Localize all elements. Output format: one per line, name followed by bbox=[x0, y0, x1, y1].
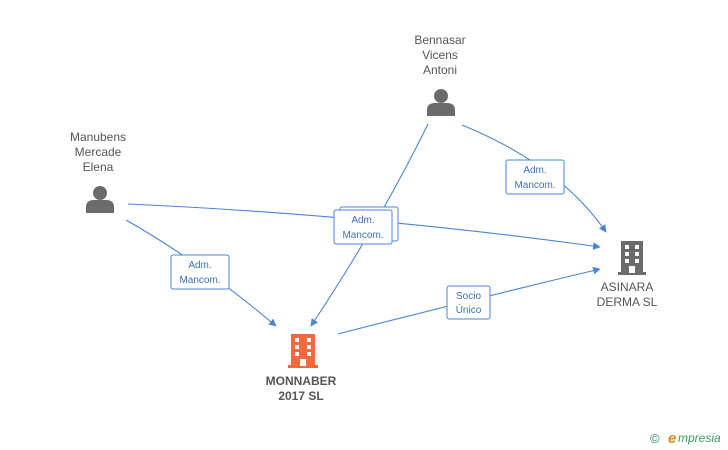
person-icon bbox=[427, 89, 455, 116]
edge-label-bennasar-asinara: Adm. Mancom. bbox=[505, 159, 565, 195]
node-label-line: MONNABER bbox=[266, 374, 337, 388]
edge-label-line: Adm. bbox=[351, 215, 374, 226]
edge-label-line: Socio bbox=[456, 291, 481, 302]
brand-initial: e bbox=[668, 430, 676, 447]
node-asinara[interactable]: ASINARA DERMA SL bbox=[597, 241, 658, 309]
person-icon bbox=[86, 186, 114, 213]
edge-label-line: Mancom. bbox=[514, 180, 555, 191]
edge-label-manubens-asinara: Adm. Mancom. bbox=[333, 209, 393, 245]
node-label-line: ASINARA bbox=[601, 280, 654, 294]
node-label-line: 2017 SL bbox=[278, 389, 323, 403]
node-label-line: Vicens bbox=[422, 48, 458, 62]
building-icon bbox=[618, 241, 646, 275]
edge-label-line: Adm. bbox=[523, 165, 546, 176]
node-label-line: Manubens bbox=[70, 130, 126, 144]
node-monnaber[interactable]: MONNABER 2017 SL bbox=[266, 334, 337, 403]
node-label-line: Antoni bbox=[423, 63, 457, 77]
node-manubens[interactable]: Manubens Mercade Elena bbox=[70, 130, 126, 213]
node-label-line: Mercade bbox=[75, 145, 122, 159]
edge-label-manubens-monnaber: Adm. Mancom. bbox=[170, 254, 230, 290]
edge-label-line: Adm. bbox=[188, 260, 211, 271]
copyright-symbol: © bbox=[650, 431, 660, 446]
node-label-line: Bennasar bbox=[414, 33, 465, 47]
node-bennasar[interactable]: Bennasar Vicens Antoni bbox=[414, 33, 466, 116]
brand-logo: © e mpresia bbox=[650, 430, 721, 447]
edge-label-line: Mancom. bbox=[179, 275, 220, 286]
edge-label-monnaber-asinara: Socio Único bbox=[446, 285, 491, 320]
node-label-line: Elena bbox=[83, 160, 114, 174]
brand-name: mpresia bbox=[678, 431, 721, 445]
node-label-line: DERMA SL bbox=[597, 295, 658, 309]
building-icon bbox=[288, 334, 318, 368]
edge-label-line: Mancom. bbox=[342, 230, 383, 241]
edge-label-line: Único bbox=[456, 303, 482, 316]
